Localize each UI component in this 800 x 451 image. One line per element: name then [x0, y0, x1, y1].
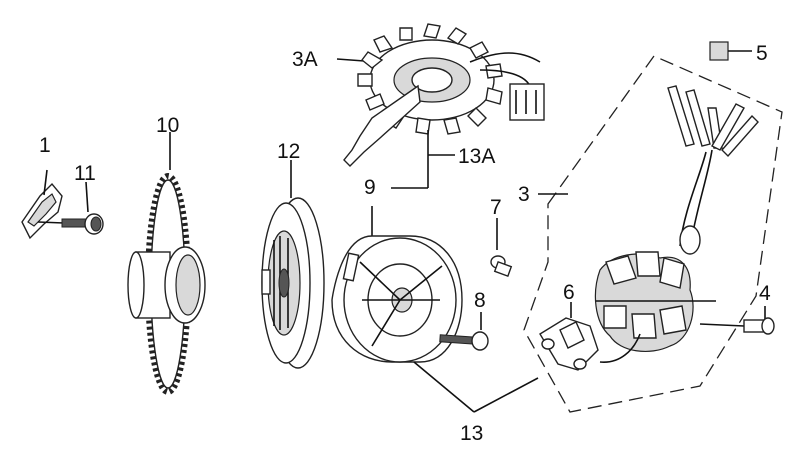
callout-labels: 1 11 10 12 3A 13A 9 3 7 5 6 8 4 13: [39, 42, 771, 445]
bolt-part-8: [439, 312, 489, 351]
callout-9: 9: [364, 176, 376, 199]
flywheel-part-12: [261, 160, 325, 369]
leader-13: [413, 361, 539, 413]
callout-3a: 3A: [292, 48, 318, 71]
callout-5: 5: [756, 42, 768, 65]
callout-11: 11: [74, 162, 96, 185]
bolt-part-4: [699, 306, 775, 335]
starter-gear-part-10: [127, 132, 206, 395]
pickup-coil-part-6: [539, 302, 599, 371]
callout-6: 6: [563, 281, 575, 304]
callout-10: 10: [156, 114, 179, 137]
bracket-part-1: [21, 169, 63, 240]
stator-part-3a: [336, 23, 545, 189]
bolt-part-11: [37, 181, 104, 235]
rotor-cup-part-9: [331, 206, 463, 363]
callout-13a: 13A: [458, 145, 495, 168]
callout-12: 12: [277, 140, 300, 163]
callout-3: 3: [518, 183, 530, 206]
callout-13: 13: [460, 422, 483, 445]
screw-part-7: [490, 218, 513, 277]
callout-1: 1: [39, 134, 51, 157]
callout-4: 4: [759, 282, 771, 305]
connector-part-5: [709, 41, 752, 61]
callout-8: 8: [474, 289, 486, 312]
stator-part-3: [523, 55, 783, 413]
callout-7: 7: [490, 196, 502, 219]
